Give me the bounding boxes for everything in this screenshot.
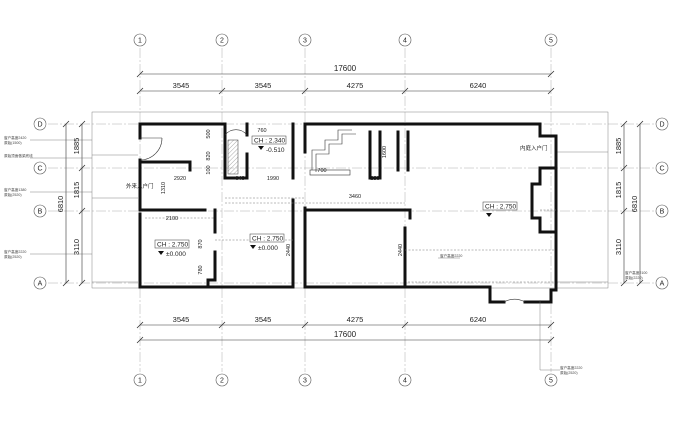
dim-span-1-bottom: 3545 [173, 315, 190, 324]
dim-side-total-right: 6810 [630, 196, 639, 213]
label-sub-note-5: 原始(2220) [625, 275, 643, 280]
doors [139, 129, 526, 303]
grid-label-2: 2 [220, 38, 224, 45]
dim-side-1-right: 1885 [614, 138, 623, 155]
dim-side-total-left: 6810 [56, 196, 65, 213]
grid-label-C: C [37, 166, 42, 173]
grid-label-5: 5 [549, 38, 553, 45]
grid-label-4-bottom: 4 [403, 378, 407, 385]
dimension-top: 17600 3545 3545 4275 6240 [136, 64, 555, 95]
dim-span-3-top: 4275 [347, 81, 364, 90]
grid-bubbles-bottom: 1 2 3 4 5 [133, 373, 558, 387]
inner-dim-700: 700 [317, 168, 326, 174]
grid-label-1: 1 [138, 38, 142, 45]
annotations: 外来入户门 内庭入户门 窗户高度2220 窗户高度2100 原始(2220) 窗… [4, 135, 647, 375]
level-ch-3: CH : 2.750 [252, 236, 283, 243]
label-left-note-4: 窗户高度1380 [4, 187, 26, 192]
dimension-left: 1885 1815 3110 6810 [56, 120, 86, 287]
dim-total-bottom: 17600 [334, 330, 357, 339]
dim-span-3-bottom: 4275 [347, 315, 364, 324]
grid-label-5-bottom: 5 [549, 378, 553, 385]
label-left-note-5: 窗户高度2220 [4, 249, 26, 254]
grid-label-B: B [38, 209, 43, 216]
inner-dim-820: 820 [206, 151, 212, 160]
level-tag-4: CH : 2.750 [482, 201, 518, 217]
label-entry-left: 外来入户门 [126, 182, 154, 190]
grid-label-4: 4 [403, 38, 407, 45]
inner-dim-3460: 3460 [349, 194, 361, 200]
grid-label-2-bottom: 2 [220, 378, 224, 385]
grid-bubbles-top: 1 2 3 4 5 [133, 33, 558, 47]
inner-dim-2440-b: 2440 [398, 244, 404, 256]
inner-dim-2100: 2100 [166, 216, 178, 222]
label-window-mid: 窗户高度2220 [440, 253, 462, 258]
inner-dim-760: 760 [257, 128, 266, 134]
grid-label-A-right: A [660, 281, 665, 288]
grid-label-3-bottom: 3 [303, 378, 307, 385]
dimension-bottom: 3545 3545 4275 6240 17600 [136, 315, 555, 344]
dimension-right: 1885 1815 3110 6810 [614, 120, 644, 287]
dim-side-2-left: 1815 [72, 182, 81, 199]
label-sub-note-3: 原始(2520) [4, 254, 22, 259]
dim-side-3-left: 3110 [72, 239, 81, 255]
inner-dim-500: 500 [206, 129, 212, 138]
inner-dim-1310: 1310 [161, 182, 167, 194]
label-window-bottom-right: 窗户高度2100 [625, 270, 647, 275]
grid-bubbles-right: D C B A [655, 117, 669, 290]
inner-dim-1600: 1600 [382, 146, 388, 158]
level-tag-2: CH : 2.750 ±0.000 [154, 239, 190, 258]
inner-dim-2920: 2920 [174, 176, 186, 182]
dim-side-1-left: 1885 [72, 138, 81, 155]
level-value-2: ±0.000 [166, 251, 186, 258]
grid-label-B-right: B [660, 209, 665, 216]
grid-bubbles-left: D C B A [33, 117, 47, 290]
level-ch-1: CH : 2.340 [254, 138, 285, 145]
label-left-note-1: 窗户高度2420 [4, 135, 26, 140]
inner-dim-640: 640 [235, 176, 244, 182]
grid-label-D: D [37, 122, 42, 129]
level-tag-1: CH : 2.340 -0.510 [251, 135, 287, 154]
inner-dim-280: 280 [370, 176, 379, 182]
grid-label-C-right: C [659, 166, 664, 173]
level-value-3: ±0.000 [258, 245, 278, 252]
dim-span-2-bottom: 3545 [255, 315, 272, 324]
grid-label-D-right: D [659, 122, 664, 129]
staircase [227, 129, 356, 176]
dim-span-2-top: 3545 [255, 81, 272, 90]
grid-label-A: A [38, 281, 43, 288]
level-tag-3: CH : 2.750 ±0.000 [249, 233, 285, 252]
inner-dim-100: 100 [206, 165, 212, 174]
inner-dim-780: 780 [198, 265, 204, 274]
level-ch-2: CH : 2.750 [157, 242, 188, 249]
label-left-note-3: 原始顶面做梁底线 [4, 153, 33, 158]
level-value-1: -0.510 [266, 147, 285, 154]
label-sub-note-4: 原始(2520) [560, 370, 578, 375]
dim-side-3-right: 3110 [614, 239, 623, 255]
level-ch-4: CH : 2.750 [485, 204, 516, 211]
label-window-bottom: 窗户高度2220 [560, 365, 582, 370]
label-entry-right: 内庭入户门 [520, 144, 548, 152]
grid-label-3: 3 [303, 38, 307, 45]
inner-dim-1990: 1990 [267, 176, 279, 182]
dim-side-2-right: 1815 [614, 182, 623, 199]
label-sub-note-1: 原始(1500) [4, 140, 22, 145]
inner-dim-870: 870 [198, 239, 204, 248]
dim-span-4-bottom: 6240 [470, 315, 487, 324]
dim-total-top: 17600 [334, 64, 357, 73]
dim-span-1-top: 3545 [173, 81, 190, 90]
grid-label-1-bottom: 1 [138, 378, 142, 385]
dim-span-4-top: 6240 [470, 81, 487, 90]
walls [138, 122, 558, 304]
inner-dim-2440-a: 2440 [286, 244, 292, 256]
label-sub-note-2: 原始(2520) [4, 192, 22, 197]
inner-dimensions: 760 500 820 100 2920 640 1990 1600 280 3… [161, 128, 404, 275]
